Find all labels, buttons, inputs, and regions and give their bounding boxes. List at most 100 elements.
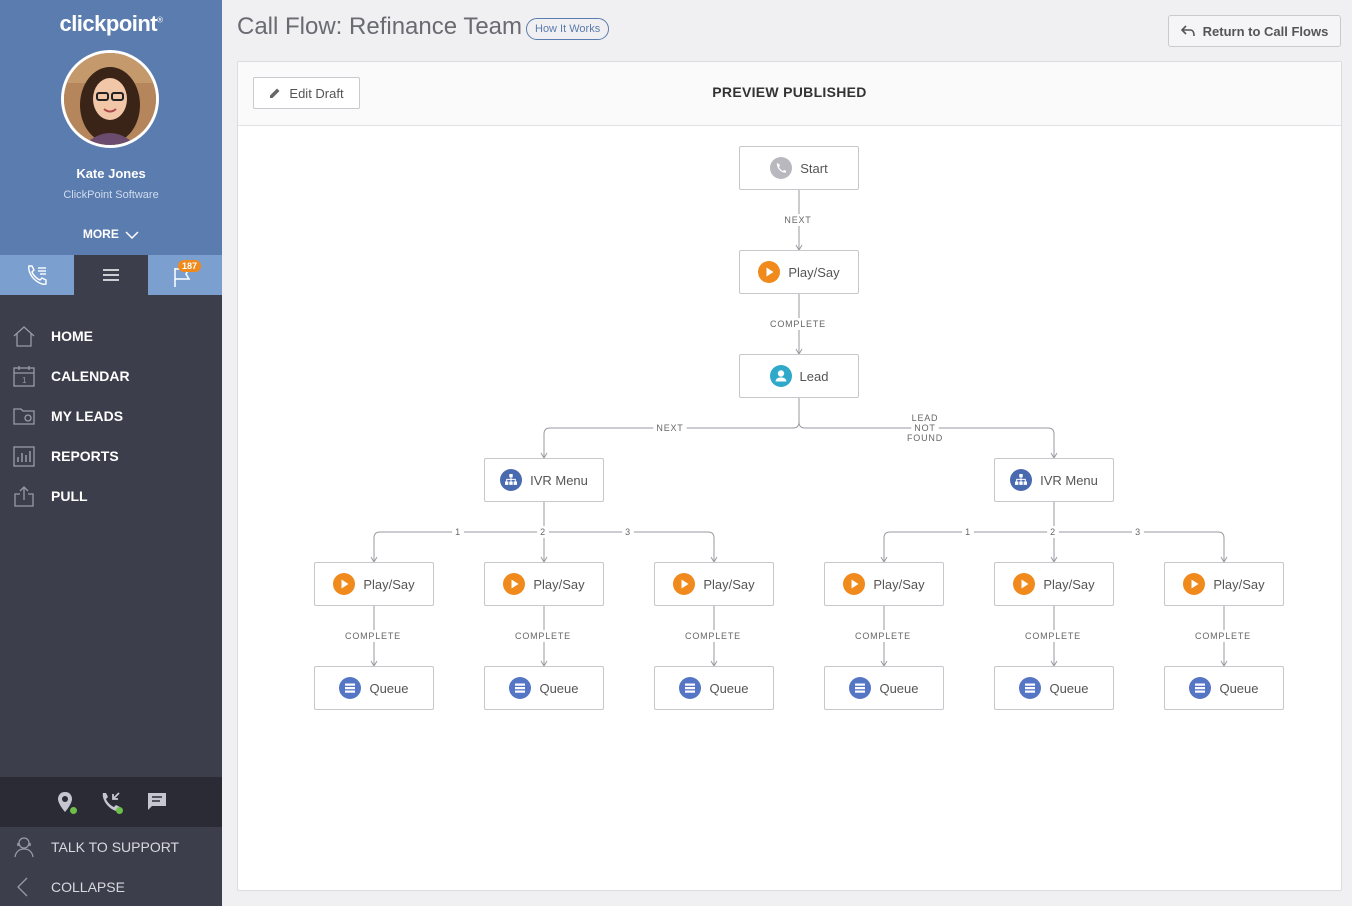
connector-line <box>798 421 1055 458</box>
connector-label: COMPLETE <box>1195 631 1251 641</box>
flow-node-play-say[interactable]: Play/Say <box>994 562 1114 606</box>
node-label: Play/Say <box>788 264 840 280</box>
connector-label: NEXT <box>784 215 811 225</box>
support-icon <box>12 835 36 859</box>
label-bg <box>622 526 634 538</box>
person-icon <box>769 365 792 387</box>
node-label: IVR Menu <box>530 472 588 488</box>
nav-item-reports[interactable]: REPORTS <box>0 436 222 476</box>
label-bg <box>911 422 939 434</box>
reply-arrow-icon <box>1180 25 1195 37</box>
label-bg <box>452 526 464 538</box>
talk-to-support-button[interactable]: TALK TO SUPPORT <box>0 827 222 867</box>
play-icon <box>843 573 866 595</box>
flow-node-ivr-menu[interactable]: IVR Menu <box>484 458 604 502</box>
nav-item-my-leads[interactable]: MY LEADS <box>0 396 222 436</box>
label-bg <box>537 526 549 538</box>
flow-panel: PREVIEW PUBLISHED Edit Draft NEXT COMPLET… <box>237 61 1342 891</box>
label-bg <box>962 526 974 538</box>
connector-label: NOT <box>914 423 935 433</box>
nav-label: MY LEADS <box>51 408 124 424</box>
node-label: Queue <box>1049 680 1089 696</box>
flow-node-start[interactable]: Start <box>739 146 859 190</box>
node-label: Start <box>800 160 828 176</box>
ivr-menu-icon <box>1010 469 1033 491</box>
tab-menu[interactable] <box>74 255 148 295</box>
queue-list-icon <box>1189 677 1212 699</box>
panel-header: PREVIEW PUBLISHED Edit Draft <box>238 62 1341 126</box>
node-label: Play/Say <box>533 576 585 592</box>
home-icon <box>12 324 36 348</box>
user-name: Kate Jones <box>76 166 146 181</box>
node-label: Queue <box>1219 680 1259 696</box>
sidebar-tabbar: 187 <box>0 255 222 295</box>
chat-icon <box>148 793 166 810</box>
flow-node-queue[interactable]: Queue <box>824 666 944 710</box>
label-bg <box>682 630 744 642</box>
queue-list-icon <box>1019 677 1042 699</box>
flow-node-play-say[interactable]: Play/Say <box>824 562 944 606</box>
flow-node-lead[interactable]: Lead <box>739 354 859 398</box>
label-bg <box>1192 630 1254 642</box>
avatar[interactable] <box>61 50 159 148</box>
node-label: Play/Say <box>1213 576 1265 592</box>
flow-node-ivr-menu[interactable]: IVR Menu <box>994 458 1114 502</box>
phone-list-icon <box>28 265 47 285</box>
connector-label: FOUND <box>907 433 943 443</box>
node-label: Queue <box>539 680 579 696</box>
brand-logo[interactable]: clickpoint® <box>59 11 163 36</box>
flow-node-play-say[interactable]: Play/Say <box>739 250 859 294</box>
nav-item-home[interactable]: HOME <box>0 316 222 356</box>
edit-draft-button[interactable]: Edit Draft <box>253 77 360 109</box>
flow-node-queue[interactable]: Queue <box>654 666 774 710</box>
edit-draft-label: Edit Draft <box>289 85 344 101</box>
flow-node-queue[interactable]: Queue <box>484 666 604 710</box>
flow-node-queue[interactable]: Queue <box>1164 666 1284 710</box>
tab-flags[interactable]: 187 <box>148 255 222 295</box>
nav-label: HOME <box>51 328 93 344</box>
flow-node-queue[interactable]: Queue <box>994 666 1114 710</box>
flow-node-queue[interactable]: Queue <box>314 666 434 710</box>
play-icon <box>1013 573 1036 595</box>
nav-item-pull[interactable]: PULL <box>0 476 222 516</box>
return-to-call-flows-button[interactable]: Return to Call Flows <box>1168 15 1341 47</box>
location-status[interactable] <box>51 788 79 816</box>
connector-label: NEXT <box>656 423 683 433</box>
connector-label: COMPLETE <box>345 631 401 641</box>
flag-count-badge: 187 <box>178 260 202 272</box>
map-pin-icon <box>58 792 72 812</box>
label-bg <box>781 214 815 226</box>
pull-icon <box>12 484 36 508</box>
tab-calls[interactable] <box>0 255 74 295</box>
flow-node-play-say[interactable]: Play/Say <box>654 562 774 606</box>
more-button[interactable]: MORE <box>0 227 222 241</box>
call-status[interactable] <box>97 788 125 816</box>
connector-label: 2 <box>1050 527 1056 537</box>
online-dot <box>116 807 123 814</box>
label-bg <box>908 412 942 424</box>
node-label: Queue <box>369 680 409 696</box>
online-dot <box>70 807 77 814</box>
label-bg <box>767 318 829 330</box>
queue-list-icon <box>339 677 362 699</box>
connector-label: LEAD <box>912 413 939 423</box>
flow-node-play-say[interactable]: Play/Say <box>314 562 434 606</box>
collapse-button[interactable]: COLLAPSE <box>0 867 222 906</box>
connector-label: COMPLETE <box>685 631 741 641</box>
queue-list-icon <box>679 677 702 699</box>
play-icon <box>673 573 696 595</box>
how-it-works-button[interactable]: How It Works <box>526 18 610 40</box>
flow-node-play-say[interactable]: Play/Say <box>1164 562 1284 606</box>
connector-label: 3 <box>1135 527 1141 537</box>
queue-list-icon <box>849 677 872 699</box>
flow-node-play-say[interactable]: Play/Say <box>484 562 604 606</box>
nav-item-calendar[interactable]: 1 CALENDAR <box>0 356 222 396</box>
bottom-nav: TALK TO SUPPORT COLLAPSE <box>0 827 222 906</box>
chat-status[interactable] <box>143 788 171 816</box>
label-bg <box>904 432 946 444</box>
svg-text:1: 1 <box>22 376 27 385</box>
connector-label: COMPLETE <box>515 631 571 641</box>
label-bg <box>653 422 687 434</box>
nav-label: REPORTS <box>51 448 119 464</box>
return-label: Return to Call Flows <box>1202 23 1329 39</box>
